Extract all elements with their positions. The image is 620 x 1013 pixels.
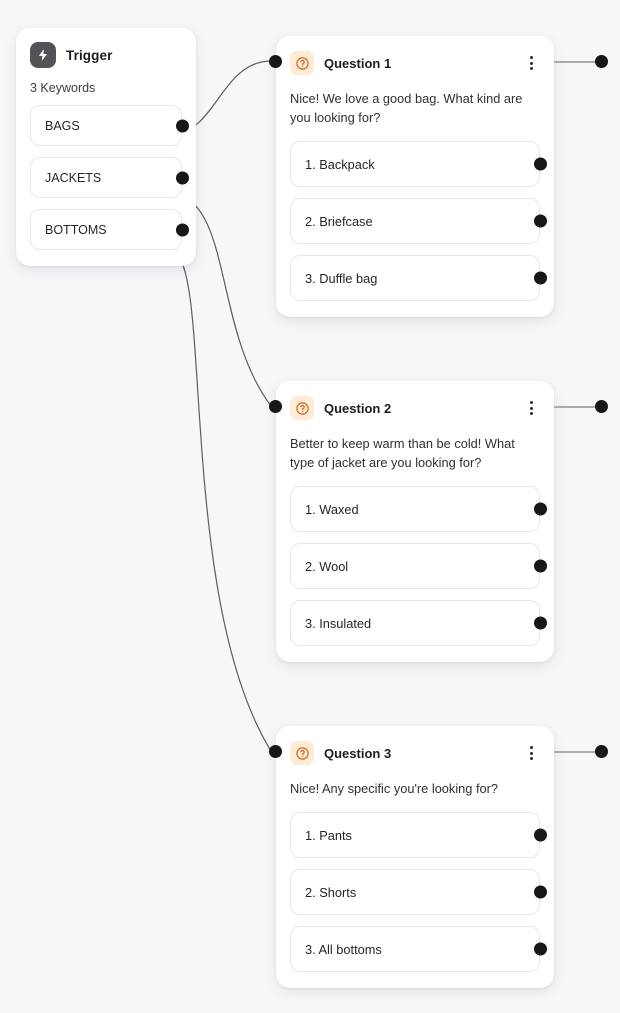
answer-output-port[interactable] xyxy=(534,828,547,842)
answer-option-row[interactable]: 2. Wool xyxy=(290,543,547,589)
keyword-list: BAGS JACKETS BOTTOMS xyxy=(30,105,189,250)
answer-option-row[interactable]: 1. Pants xyxy=(290,812,547,858)
edge-bottoms-to-question3 xyxy=(173,252,272,752)
keyword-label: JACKETS xyxy=(45,170,102,185)
lightning-bolt-icon xyxy=(30,42,56,68)
answer-output-port[interactable] xyxy=(534,942,547,956)
answer-option-list: 1. Pants 2. Shorts 3. All bottoms xyxy=(276,812,554,972)
answer-option-label: 1. Backpack xyxy=(305,156,375,172)
question-card-2[interactable]: Question 2 Better to keep warm than be c… xyxy=(269,381,554,662)
keyword-output-port[interactable] xyxy=(176,223,189,236)
connector-line xyxy=(554,405,596,408)
kebab-menu-icon[interactable] xyxy=(522,399,540,417)
answer-option-row[interactable]: 3. All bottoms xyxy=(290,926,547,972)
answer-option-list: 1. Backpack 2. Briefcase 3. Duffle bag xyxy=(276,141,554,301)
answer-output-port[interactable] xyxy=(534,559,547,573)
answer-output-port[interactable] xyxy=(534,502,547,516)
question-title: Question 2 xyxy=(324,400,392,416)
keyword-pill-bags[interactable]: BAGS xyxy=(30,105,189,146)
answer-option-row[interactable]: 1. Backpack xyxy=(290,141,547,187)
keyword-count-label: 3 Keywords xyxy=(30,81,96,95)
answer-option-row[interactable]: 2. Shorts xyxy=(290,869,547,915)
answer-option-label: 2. Briefcase xyxy=(305,213,373,229)
question-1-output-connector[interactable] xyxy=(554,55,608,68)
question-title: Question 1 xyxy=(324,55,392,71)
answer-output-port[interactable] xyxy=(534,157,547,171)
keyword-label: BAGS xyxy=(45,118,80,133)
answer-option-row[interactable]: 3. Insulated xyxy=(290,600,547,646)
answer-output-port[interactable] xyxy=(534,885,547,899)
trigger-title: Trigger xyxy=(66,47,113,63)
question-input-port[interactable] xyxy=(269,400,282,413)
question-input-port[interactable] xyxy=(269,745,282,758)
output-port[interactable] xyxy=(595,55,608,68)
keyword-output-port[interactable] xyxy=(176,119,189,132)
question-body-text: Nice! Any specific you're looking for? xyxy=(290,781,499,796)
answer-option-label: 3. All bottoms xyxy=(305,941,382,957)
question-circle-icon xyxy=(290,51,314,75)
connector-line xyxy=(554,750,596,753)
question-3-output-connector[interactable] xyxy=(554,745,608,758)
answer-option-label: 2. Wool xyxy=(305,558,349,574)
answer-option-label: 3. Insulated xyxy=(305,615,372,631)
keyword-output-port[interactable] xyxy=(176,171,189,184)
kebab-menu-icon[interactable] xyxy=(522,54,540,72)
trigger-node[interactable]: Trigger 3 Keywords BAGS JACKETS BOTTOMS xyxy=(16,28,196,266)
output-port[interactable] xyxy=(595,745,608,758)
answer-output-port[interactable] xyxy=(534,271,547,285)
answer-option-row[interactable]: 1. Waxed xyxy=(290,486,547,532)
answer-option-row[interactable]: 2. Briefcase xyxy=(290,198,547,244)
question-title: Question 3 xyxy=(324,745,392,761)
output-port[interactable] xyxy=(595,400,608,413)
question-header: Question 2 xyxy=(276,395,554,421)
question-circle-icon xyxy=(290,396,314,420)
question-card-3[interactable]: Question 3 Nice! Any specific you're loo… xyxy=(269,726,554,988)
answer-option-label: 1. Waxed xyxy=(305,501,359,517)
question-body-text: Nice! We love a good bag. What kind are … xyxy=(290,91,523,125)
question-card-1[interactable]: Question 1 Nice! We love a good bag. Wha… xyxy=(269,36,554,317)
kebab-menu-icon[interactable] xyxy=(522,744,540,762)
answer-output-port[interactable] xyxy=(534,616,547,630)
question-body-text: Better to keep warm than be cold! What t… xyxy=(290,436,515,470)
trigger-header: Trigger xyxy=(30,42,182,68)
question-header: Question 3 xyxy=(276,740,554,766)
question-circle-icon xyxy=(290,741,314,765)
question-input-port[interactable] xyxy=(269,55,282,68)
keyword-label: BOTTOMS xyxy=(45,222,107,237)
question-2-output-connector[interactable] xyxy=(554,400,608,413)
answer-output-port[interactable] xyxy=(534,214,547,228)
keyword-pill-bottoms[interactable]: BOTTOMS xyxy=(30,209,189,250)
answer-option-list: 1. Waxed 2. Wool 3. Insulated xyxy=(276,486,554,646)
connector-line xyxy=(554,60,596,63)
keyword-pill-jackets[interactable]: JACKETS xyxy=(30,157,189,198)
answer-option-label: 3. Duffle bag xyxy=(305,270,378,286)
answer-option-label: 1. Pants xyxy=(305,827,352,843)
question-header: Question 1 xyxy=(276,50,554,76)
answer-option-row[interactable]: 3. Duffle bag xyxy=(290,255,547,301)
answer-option-label: 2. Shorts xyxy=(305,884,357,900)
